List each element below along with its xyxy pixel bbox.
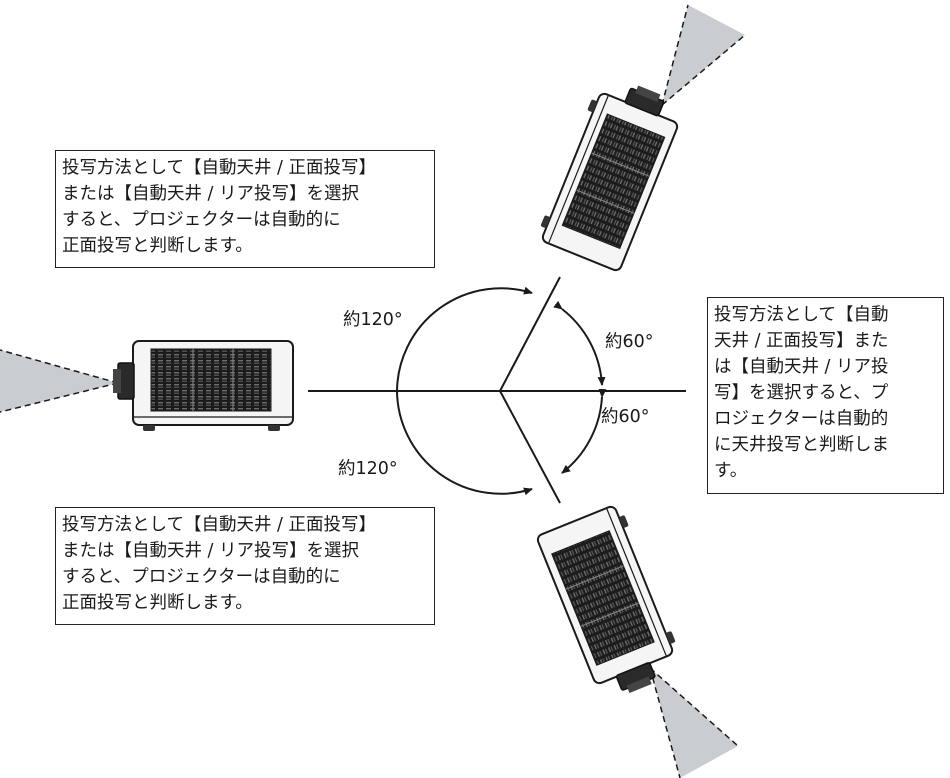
left-projection-beam (0, 350, 118, 412)
angle-label-120-top: 約120° (343, 310, 403, 330)
note-top-left: 投写方法として【自動天井 / 正面投写】 または【自動天井 / リア投写】を選択… (55, 150, 435, 268)
angle-label-120-bottom: 約120° (338, 459, 398, 479)
bottom-projection-beam (650, 668, 738, 778)
note-right: 投写方法として【自動 天井 / 正面投写】また は【自動天井 / リア投 写】を… (707, 297, 944, 494)
upper-ray (499, 276, 561, 392)
left-projector (112, 340, 294, 432)
lower-ray (499, 390, 561, 504)
top-projector (534, 70, 688, 273)
arc-120-top (396, 286, 533, 392)
arc-60-top (553, 300, 606, 386)
bottom-projector (535, 501, 688, 705)
angle-label-60-bottom: 約60° (601, 407, 650, 427)
top-projection-beam (662, 5, 745, 105)
note-bottom-left: 投写方法として【自動天井 / 正面投写】 または【自動天井 / リア投写】を選択… (55, 507, 435, 625)
angle-label-60-top: 約60° (605, 332, 654, 352)
arc-120-bottom (396, 390, 533, 496)
arc-60-bottom (561, 388, 607, 474)
